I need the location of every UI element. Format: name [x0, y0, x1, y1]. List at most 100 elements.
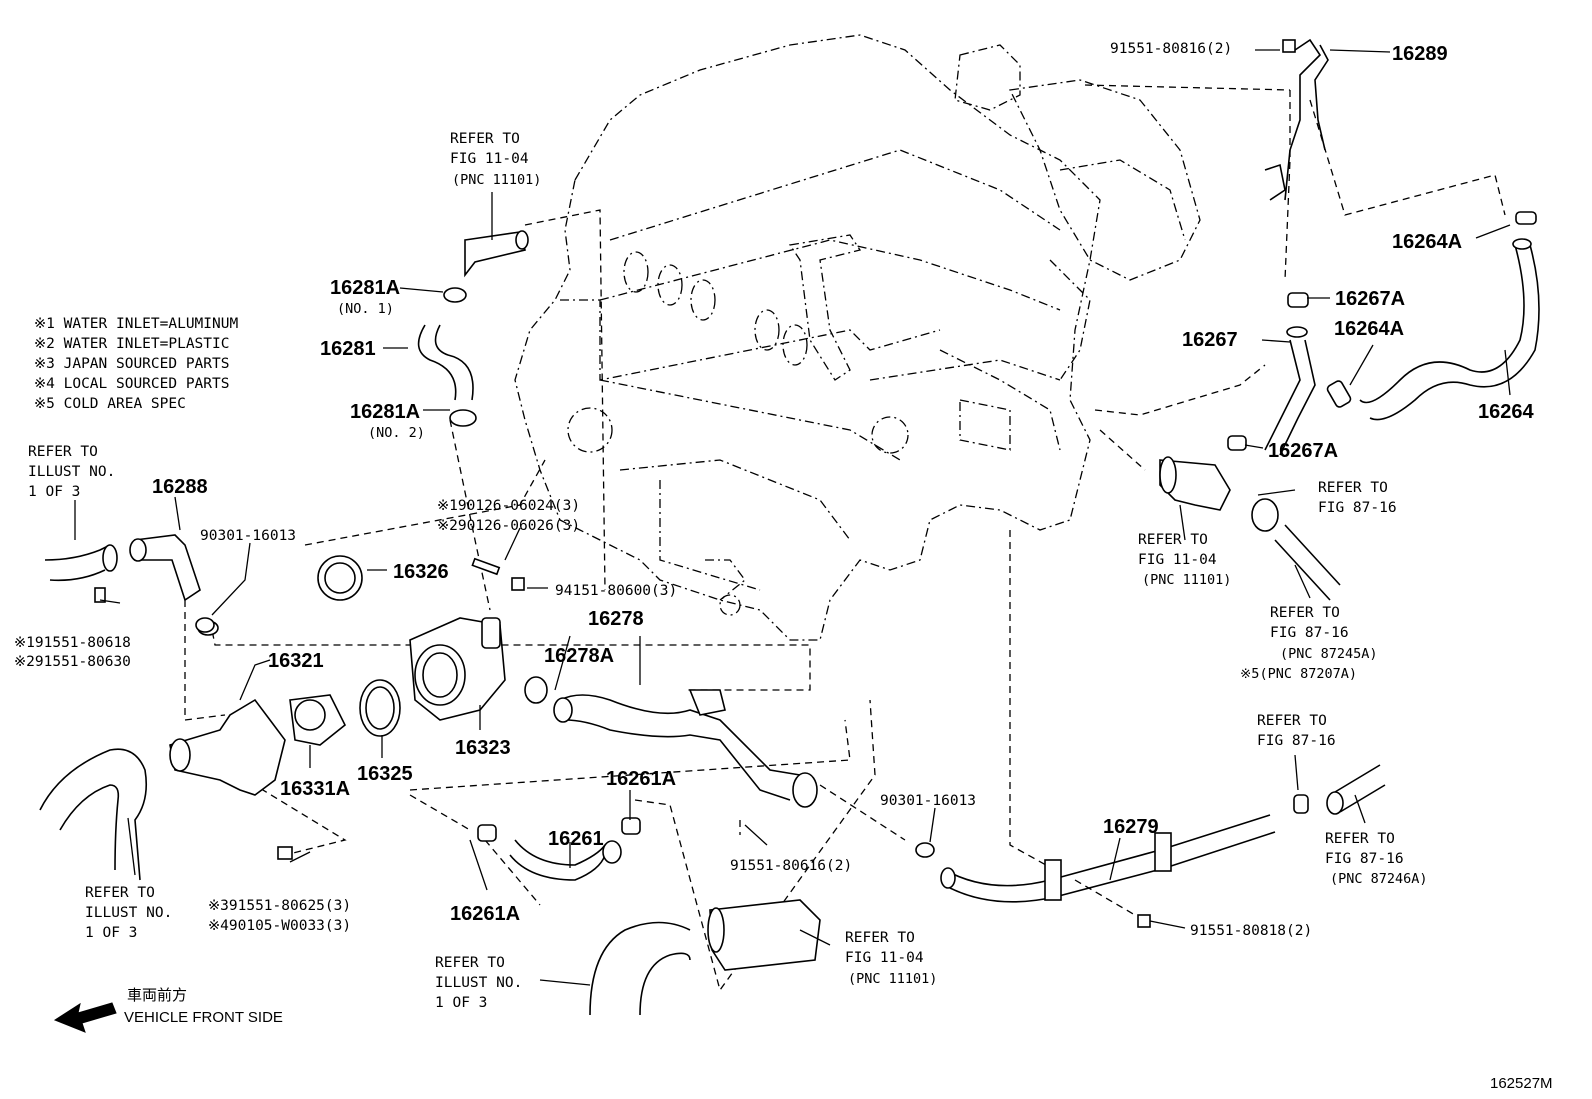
label-16281A-no1-note: (NO. 1) [337, 301, 394, 317]
refer-line: FIG 87-16 [1325, 851, 1404, 867]
label-16261: 16261 [548, 828, 604, 850]
refer-line: 1 OF 3 [85, 925, 137, 941]
refer-to-callouts: REFER TO FIG 11-04 (PNC 11101) REFER TO … [28, 131, 1428, 1011]
label-16261A-top: 16261A [606, 768, 676, 790]
label-16281: 16281 [320, 338, 376, 360]
refer-line: REFER TO [1257, 713, 1327, 729]
label-94151: 94151-80600(3) [555, 583, 677, 599]
label-16323: 16323 [455, 737, 511, 759]
label-16267A-lower: 16267A [1268, 440, 1338, 462]
refer-line: FIG 11-04 [450, 151, 529, 167]
label-16267A-upper: 16267A [1335, 288, 1405, 310]
part-16281-hose [417, 230, 529, 427]
part-16267-hose [1227, 292, 1316, 456]
refer-illust-left: REFER TO ILLUST NO. 1 OF 3 [28, 444, 115, 500]
label-16281A-no1: 16281A [330, 277, 400, 299]
part-16264-hose [1326, 211, 1540, 421]
refer-line: FIG 11-04 [845, 950, 924, 966]
label-16279: 16279 [1103, 816, 1159, 838]
part-water-outlet-right [1159, 456, 1341, 601]
label-16278: 16278 [588, 608, 644, 630]
refer-line: ILLUST NO. [85, 905, 172, 921]
label-16321: 16321 [268, 650, 324, 672]
refer-line: REFER TO [1318, 480, 1388, 496]
refer-fig-11-04-right: REFER TO FIG 11-04 (PNC 11101) [1138, 532, 1231, 588]
refer-line: REFER TO [1270, 605, 1340, 621]
label-191551: ※191551-80618 [14, 635, 131, 651]
part-16288-pipe [44, 534, 219, 636]
refer-fig-11-04-bottom: REFER TO FIG 11-04 (PNC 11101) [845, 930, 937, 987]
refer-line: (PNC 11101) [848, 971, 937, 987]
label-16326: 16326 [393, 561, 449, 583]
label-16288: 16288 [152, 476, 208, 498]
refer-illust-lower-left: REFER TO ILLUST NO. 1 OF 3 [85, 885, 172, 941]
refer-line: (PNC 11101) [1142, 572, 1231, 588]
refer-fig-87-16-b: REFER TO FIG 87-16 (PNC 87245A) ※5(PNC 8… [1240, 605, 1378, 682]
refer-illust-bottom: REFER TO ILLUST NO. 1 OF 3 [435, 955, 522, 1011]
label-91551-80816: 91551-80816(2) [1110, 41, 1232, 57]
refer-line: (PNC 87245A) [1280, 646, 1378, 662]
front-arrow-icon [53, 1002, 117, 1033]
refer-fig-87-16-d: REFER TO FIG 87-16 (PNC 87246A) [1325, 831, 1428, 887]
refer-line: FIG 87-16 [1318, 500, 1397, 516]
part-left-hose [39, 748, 148, 881]
note-line: ※2 WATER INLET=PLASTIC [34, 336, 229, 352]
label-16278A: 16278A [544, 645, 614, 667]
part-16289-pipe [1264, 38, 1329, 201]
vehicle-front-indicator: 車両前方 VEHICLE FRONT SIDE [53, 987, 283, 1033]
label-16264: 16264 [1478, 401, 1534, 423]
spec-notes: ※1 WATER INLET=ALUMINUM ※2 WATER INLET=P… [34, 316, 238, 412]
note-line: ※3 JAPAN SOURCED PARTS [34, 356, 229, 372]
note-line: ※1 WATER INLET=ALUMINUM [34, 316, 238, 332]
label-16281A-no2-note: (NO. 2) [368, 425, 425, 441]
part-bottom-hoses [589, 899, 821, 1016]
refer-line: REFER TO [85, 885, 155, 901]
figure-id: 162527M [1490, 1075, 1553, 1092]
label-16264A-upper: 16264A [1392, 231, 1462, 253]
refer-line: ILLUST NO. [435, 975, 522, 991]
part-16278-hose [553, 689, 818, 808]
refer-line: REFER TO [845, 930, 915, 946]
label-291551: ※291551-80630 [14, 654, 131, 670]
part-thermostat-housing-assembly [94, 555, 548, 860]
refer-line: ILLUST NO. [28, 464, 115, 480]
refer-line: 1 OF 3 [28, 484, 80, 500]
engine-block-outline [514, 34, 1201, 641]
refer-fig-87-16-a: REFER TO FIG 87-16 [1318, 480, 1397, 516]
refer-line: REFER TO [1325, 831, 1395, 847]
label-16264A-lower: 16264A [1334, 318, 1404, 340]
note-line: ※4 LOCAL SOURCED PARTS [34, 376, 229, 392]
label-16281A-no2: 16281A [350, 401, 420, 423]
label-190126: ※190126-06024(3) [437, 498, 580, 514]
label-16267: 16267 [1182, 329, 1238, 351]
refer-line: (PNC 11101) [452, 172, 541, 188]
refer-line: FIG 87-16 [1270, 625, 1349, 641]
label-leader-lines [74, 49, 1511, 986]
label-290126: ※290126-06026(3) [437, 518, 580, 534]
refer-line: REFER TO [450, 131, 520, 147]
refer-line: ※5(PNC 87207A) [1240, 666, 1357, 682]
label-16261A-bottom: 16261A [450, 903, 520, 925]
label-90301-16013-b: 90301-16013 [880, 793, 976, 809]
refer-fig-11-04-top: REFER TO FIG 11-04 (PNC 11101) [450, 131, 541, 188]
refer-line: REFER TO [435, 955, 505, 971]
label-490105: ※490105-W0033(3) [208, 918, 351, 934]
refer-line: FIG 11-04 [1138, 552, 1217, 568]
refer-fig-87-16-c: REFER TO FIG 87-16 [1257, 713, 1336, 749]
refer-line: REFER TO [1138, 532, 1208, 548]
refer-line: (PNC 87246A) [1330, 871, 1428, 887]
assembly-dashed-lines [184, 84, 1506, 992]
front-label-jp: 車両前方 [127, 987, 187, 1004]
label-16325: 16325 [357, 763, 413, 785]
part-number-labels: 16289 91551-80816(2) 16264A 16267A 16267… [14, 41, 1534, 939]
refer-line: REFER TO [28, 444, 98, 460]
label-16289: 16289 [1392, 43, 1448, 65]
note-line: ※5 COLD AREA SPEC [34, 396, 186, 412]
label-90301-16013-a: 90301-16013 [200, 528, 296, 544]
label-91551-80616: 91551-80616(2) [730, 858, 852, 874]
front-label-en: VEHICLE FRONT SIDE [124, 1009, 283, 1026]
refer-line: 1 OF 3 [435, 995, 487, 1011]
label-91551-80818: 91551-80818(2) [1190, 923, 1312, 939]
part-16261-hose [477, 817, 641, 881]
